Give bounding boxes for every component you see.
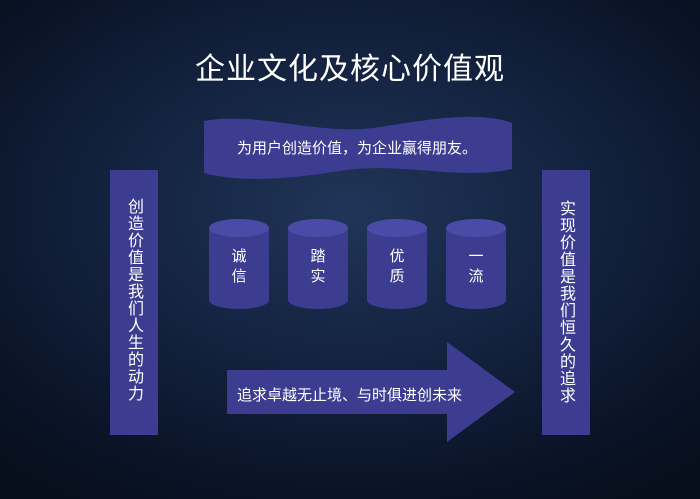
value-cylinder: 踏 实 — [288, 218, 348, 310]
cylinder-shape — [367, 219, 427, 309]
cylinder-shape — [446, 219, 506, 309]
value-cylinder: 优 质 — [367, 218, 427, 310]
cylinder-shape — [288, 219, 348, 309]
value-label: 一 流 — [468, 247, 484, 285]
right-panel: 实现价值是我们恒久的追求 — [542, 170, 590, 435]
value-label: 优 质 — [389, 247, 405, 285]
value-label: 诚 信 — [231, 247, 247, 285]
cylinder-shape — [209, 219, 269, 309]
progress-arrow: 追求卓越无止境、与时俱进创未来 — [227, 342, 517, 442]
right-panel-text: 实现价值是我们恒久的追求 — [557, 200, 576, 404]
banner-text: 为用户创造价值，为企业赢得朋友。 — [236, 139, 477, 157]
arrow-shape — [227, 342, 515, 442]
arrow-text: 追求卓越无止境、与时俱进创未来 — [237, 386, 463, 404]
left-panel-text: 创造价值是我们人生的动力 — [125, 198, 144, 402]
wave-banner: 为用户创造价值，为企业赢得朋友。 — [200, 113, 514, 183]
left-panel: 创造价值是我们人生的动力 — [110, 170, 158, 435]
wave-banner-shape — [204, 116, 512, 179]
value-cylinder: 一 流 — [446, 218, 506, 310]
value-cylinder: 诚 信 — [209, 218, 269, 310]
slide-title: 企业文化及核心价值观 — [195, 52, 505, 87]
value-label: 踏 实 — [310, 247, 326, 285]
